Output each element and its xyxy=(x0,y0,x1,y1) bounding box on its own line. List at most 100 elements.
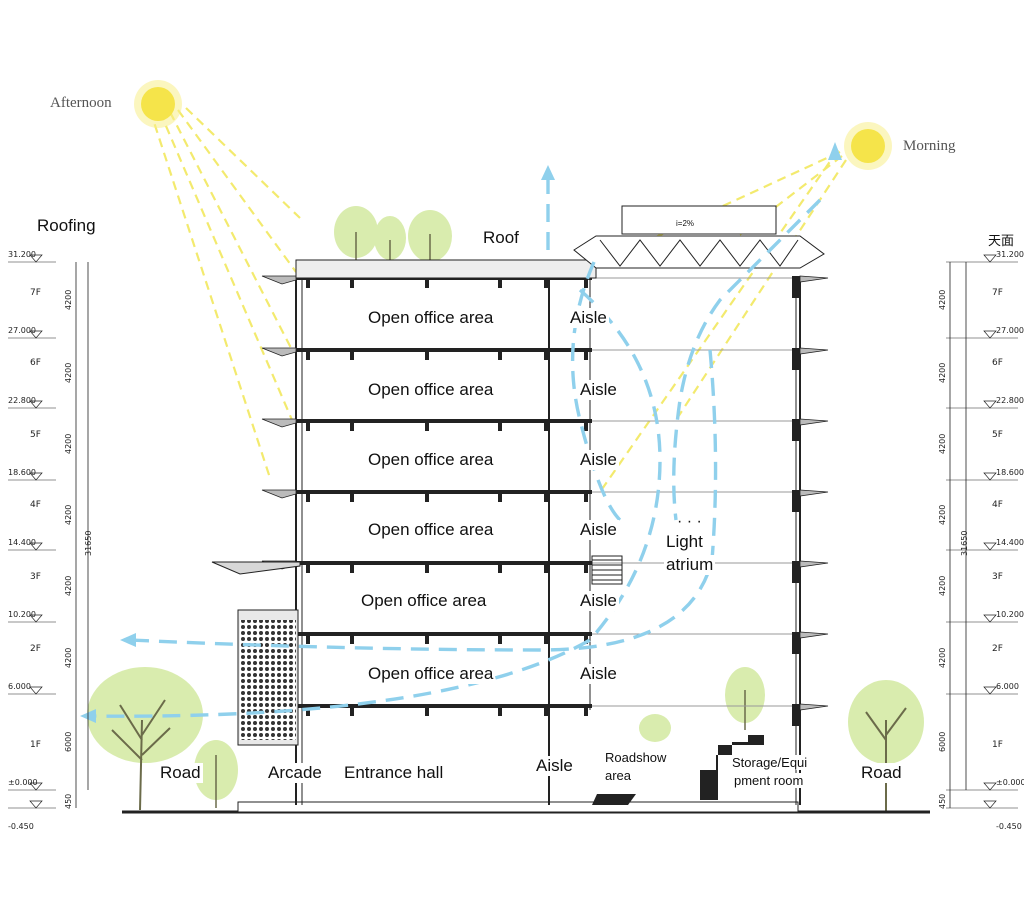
floor-number-label: 4F xyxy=(992,500,1003,510)
floor-number-label: 6F xyxy=(992,358,1003,368)
road-left-label: Road xyxy=(158,763,203,783)
afternoon-label: Afternoon xyxy=(50,95,112,111)
elevation-label: 14.400 xyxy=(996,538,1024,547)
aisle-label: Aisle xyxy=(578,450,619,470)
floor-slab xyxy=(261,418,829,441)
storey-height-label: 4200 xyxy=(938,362,947,383)
floor-number-label: 4F xyxy=(30,500,41,510)
entrance-hall-label: Entrance hall xyxy=(342,763,446,783)
storey-height-label: 4200 xyxy=(938,575,947,596)
aisle-ground-label: Aisle xyxy=(534,756,575,776)
elevation-label: 22.800 xyxy=(996,396,1024,405)
storey-height-label: 4200 xyxy=(938,289,947,310)
elevation-label: 10.200 xyxy=(996,610,1024,619)
left-axis-title: Roofing xyxy=(37,216,96,235)
floor-number-label: 1F xyxy=(992,740,1003,750)
elevation-label: ±0.000 xyxy=(8,778,38,787)
atrium-dots: · · · xyxy=(677,513,702,530)
storey-height-label: 4200 xyxy=(938,647,947,668)
aisle-label: Aisle xyxy=(578,520,619,540)
elevation-label: 14.400 xyxy=(8,538,36,547)
floor-slabs xyxy=(261,275,829,726)
bottom-elevation-label: -0.450 xyxy=(8,822,34,831)
aisle-label: Aisle xyxy=(578,380,619,400)
floor-number-label: 1F xyxy=(30,740,41,750)
floor-number-label: 2F xyxy=(30,644,41,654)
atrium-label-line2: atrium xyxy=(664,555,716,575)
office-area-label: Open office area xyxy=(366,450,496,470)
elevation-label: 22.800 xyxy=(8,396,36,405)
floor-number-label: 5F xyxy=(30,430,41,440)
skylight-truss xyxy=(573,205,825,269)
left-dimension-rail xyxy=(8,254,89,809)
right-axis-title: 天面 xyxy=(988,233,1015,248)
floor-slab xyxy=(261,631,829,654)
tree-right-large-icon xyxy=(848,680,924,812)
ground-line xyxy=(122,801,930,814)
elevation-label: 27.000 xyxy=(8,326,36,335)
elevation-label: 6.000 xyxy=(8,682,31,691)
elevation-label: 10.200 xyxy=(8,610,36,619)
elevation-label: 18.600 xyxy=(996,468,1024,477)
storey-height-label: 6000 xyxy=(938,731,947,752)
storey-height-label: 4200 xyxy=(64,647,73,668)
office-area-label: Open office area xyxy=(359,591,489,611)
floor-number-label: 5F xyxy=(992,430,1003,440)
floor-number-label: 2F xyxy=(992,644,1003,654)
right-dimension-rail xyxy=(946,254,1018,809)
elevation-label: 27.000 xyxy=(996,326,1024,335)
storey-height-label: 4200 xyxy=(64,362,73,383)
office-area-label: Open office area xyxy=(366,520,496,540)
storey-height-label: 6000 xyxy=(64,731,73,752)
tree-left-large-icon xyxy=(87,667,238,811)
tree-courtyard-icon xyxy=(639,667,765,742)
roof-garden xyxy=(295,259,597,279)
storey-height-label: 450 xyxy=(938,793,947,809)
stair-ground xyxy=(700,735,764,800)
floor-slab xyxy=(261,560,829,583)
aisle-label: Aisle xyxy=(578,664,619,684)
floor-number-label: 3F xyxy=(30,572,41,582)
atrium-label-line1: Light xyxy=(664,532,705,552)
afternoon-sun-rays xyxy=(148,107,301,479)
total-height-label: 31650 xyxy=(84,530,93,556)
stair-3f xyxy=(591,555,623,585)
office-area-label: Open office area xyxy=(366,380,496,400)
afternoon-sun-icon xyxy=(134,80,182,128)
storage-label-line2: pment room xyxy=(732,773,806,788)
storage-label-line1: Storage/Equi xyxy=(730,755,810,770)
facade-screen xyxy=(237,609,299,746)
arcade-label: Arcade xyxy=(266,763,324,783)
floor-number-label: 6F xyxy=(30,358,41,368)
storey-height-label: 4200 xyxy=(64,575,73,596)
elevation-label: 6.000 xyxy=(996,682,1019,691)
office-area-label: Open office area xyxy=(366,664,496,684)
storey-height-label: 4200 xyxy=(64,504,73,525)
storey-height-label: 450 xyxy=(64,793,73,809)
elevation-label: ±0.000 xyxy=(996,778,1024,787)
road-right-label: Road xyxy=(859,763,904,783)
storey-height-label: 4200 xyxy=(64,289,73,310)
roof-trees-icon xyxy=(334,206,452,262)
office-area-label: Open office area xyxy=(366,308,496,328)
aisle-label: Aisle xyxy=(578,591,619,611)
aisle-label: Aisle xyxy=(568,308,609,328)
morning-label: Morning xyxy=(903,138,956,154)
skylight-slope-note: i=2% xyxy=(676,219,695,228)
floor-slab xyxy=(261,489,829,512)
roadshow-label-line1: Roadshow xyxy=(603,750,669,765)
elevation-label: 31.200 xyxy=(996,250,1024,259)
roadshow-stage xyxy=(592,794,636,805)
bottom-elevation-label: -0.450 xyxy=(996,822,1022,831)
roof-label: Roof xyxy=(481,228,521,248)
elevation-label: 31.200 xyxy=(8,250,36,259)
floor-number-label: 7F xyxy=(992,288,1003,298)
storey-height-label: 4200 xyxy=(938,433,947,454)
roadshow-label-line2: area xyxy=(603,768,634,783)
storey-height-label: 4200 xyxy=(938,504,947,525)
floor-number-label: 7F xyxy=(30,288,41,298)
floor-slab xyxy=(261,347,829,370)
storey-height-label: 4200 xyxy=(64,433,73,454)
elevation-label: 18.600 xyxy=(8,468,36,477)
